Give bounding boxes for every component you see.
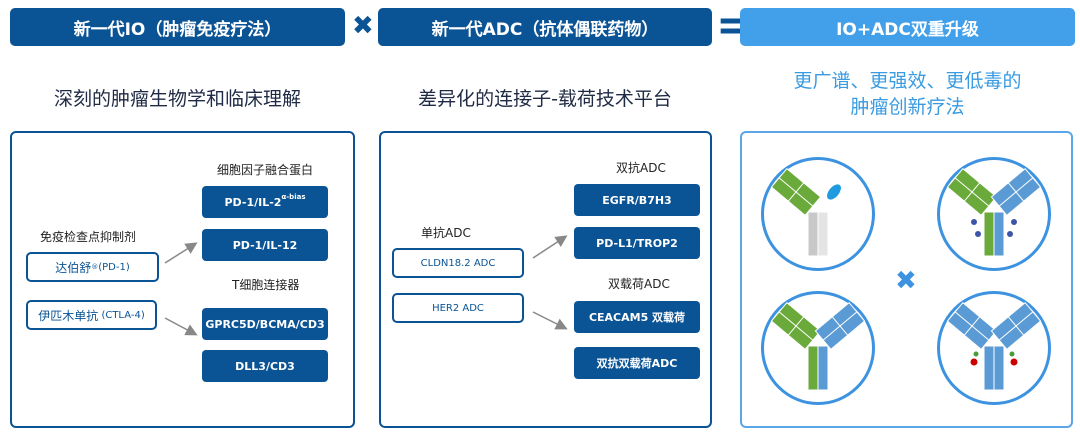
dual-payload-adc-icon	[937, 291, 1051, 405]
drug-box-pd1: 达伯舒®(PD-1)	[26, 252, 159, 282]
drug-target: (CTLA-4)	[98, 309, 145, 321]
tce-item: DLL3/CD3	[202, 350, 328, 382]
arrow	[164, 317, 198, 336]
subtitle-result-line2: 肿瘤创新疗法	[850, 96, 965, 118]
dual-payload-item: CEACAM5 双载荷	[574, 301, 700, 333]
dual-payload-label: 双载荷ADC	[608, 277, 670, 291]
item-name: PD-1/IL-2	[224, 195, 282, 209]
header-result: IO+ADC双重升级	[740, 8, 1075, 46]
drug-sup: ®	[91, 263, 99, 271]
cytokine-label: 细胞因子融合蛋白	[217, 163, 314, 177]
tce-label: T细胞连接器	[232, 278, 300, 292]
item-sup: α-bias	[281, 193, 306, 201]
drug-box-ctla4: 伊匹木单抗 (CTLA-4)	[26, 300, 157, 330]
subtitle-adc: 差异化的连接子-载荷技术平台	[418, 88, 672, 110]
bispecific-adc-label: 双抗ADC	[616, 161, 666, 175]
arrow	[164, 242, 198, 264]
dual-payload-item: 双抗双载荷ADC	[574, 347, 700, 379]
drug-name: 达伯舒	[55, 260, 92, 275]
header-io: 新一代IO（肿瘤免疫疗法）	[10, 8, 345, 46]
times-icon: ✖	[352, 11, 374, 41]
checkpoint-label: 免疫检查点抑制剂	[40, 230, 137, 244]
cytokine-item: PD-1/IL-12	[202, 229, 328, 261]
bispecific-adc-item: EGFR/B7H3	[574, 184, 700, 216]
bispecific-adc-icon	[937, 157, 1051, 271]
tce-item: GPRC5D/BCMA/CD3	[202, 308, 328, 340]
mono-adc-item: HER2 ADC	[392, 293, 524, 323]
subtitle-result-line1: 更广谱、更强效、更低毒的	[793, 70, 1022, 92]
times-icon: ✖	[895, 266, 917, 296]
antibody-conjugate-icon	[761, 157, 875, 271]
subtitle-result: 更广谱、更强效、更低毒的 肿瘤创新疗法	[740, 68, 1075, 120]
adc-panel	[379, 131, 712, 428]
result-panel	[740, 131, 1073, 428]
subtitle-io: 深刻的肿瘤生物学和临床理解	[53, 88, 301, 110]
bispecific-antibody-icon	[761, 291, 875, 405]
drug-target: (PD-1)	[98, 261, 130, 273]
mono-adc-item: CLDN18.2 ADC	[392, 248, 524, 278]
io-panel	[10, 131, 355, 428]
header-adc: 新一代ADC（抗体偶联药物）	[378, 8, 712, 46]
arrows-io	[164, 235, 568, 336]
drug-name: 伊匹木单抗	[38, 308, 99, 323]
mono-adc-label: 单抗ADC	[421, 226, 471, 240]
bispecific-adc-item: PD-L1/TROP2	[574, 227, 700, 259]
arrow	[532, 311, 568, 330]
arrow	[532, 235, 568, 259]
